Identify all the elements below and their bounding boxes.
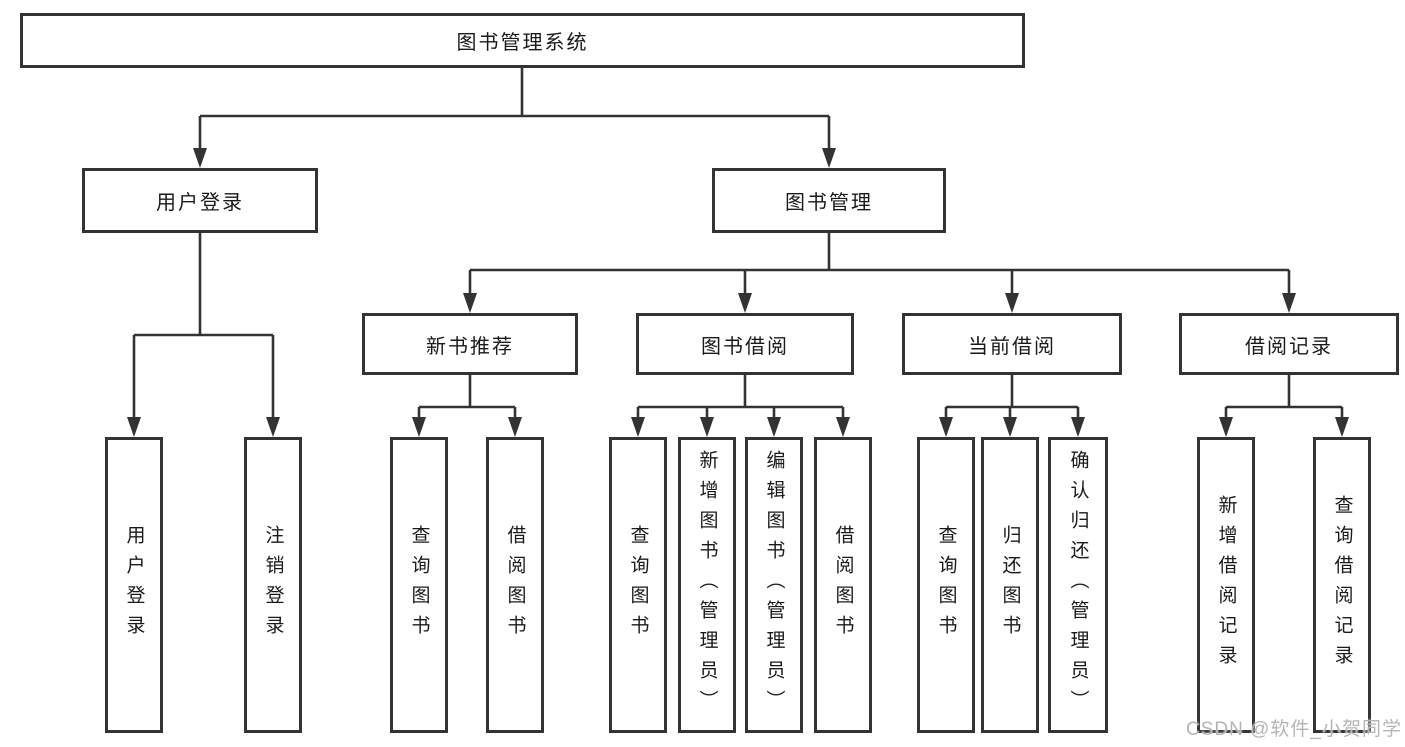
node-book-management: 图书管理 bbox=[712, 168, 946, 233]
connector-borrow-records-group bbox=[1219, 375, 1349, 437]
leaf-logout: 注销登录 bbox=[244, 437, 302, 733]
connector-book-borrow-group bbox=[631, 375, 850, 437]
connector-book-management-to-level2 bbox=[463, 233, 1296, 313]
connector-current-borrow-group bbox=[939, 375, 1085, 437]
leaf-query-books-current: 查询图书 bbox=[917, 437, 975, 733]
connector-root-to-level1 bbox=[193, 68, 836, 168]
node-library-system: 图书管理系统 bbox=[20, 13, 1025, 68]
leaf-confirm-return-admin: 确认归还（管理员） bbox=[1048, 437, 1108, 733]
leaf-query-books-recommend: 查询图书 bbox=[390, 437, 448, 733]
node-current-borrow: 当前借阅 bbox=[902, 313, 1122, 375]
node-book-borrow: 图书借阅 bbox=[636, 313, 854, 375]
leaf-add-book-admin: 新增图书（管理员） bbox=[678, 437, 736, 733]
leaf-return-books: 归还图书 bbox=[981, 437, 1039, 733]
node-new-book-recommend: 新书推荐 bbox=[362, 313, 578, 375]
connector-new-book-group bbox=[412, 375, 522, 437]
leaf-edit-book-admin: 编辑图书（管理员） bbox=[745, 437, 803, 733]
leaf-query-borrow-record: 查询借阅记录 bbox=[1313, 437, 1371, 733]
leaf-user-login: 用户登录 bbox=[105, 437, 163, 733]
leaf-query-books-borrow: 查询图书 bbox=[609, 437, 667, 733]
connector-user-login-group bbox=[127, 233, 280, 437]
leaf-borrow-books-borrow: 借阅图书 bbox=[814, 437, 872, 733]
node-borrow-records: 借阅记录 bbox=[1179, 313, 1399, 375]
node-user-login: 用户登录 bbox=[82, 168, 318, 233]
leaf-add-borrow-record: 新增借阅记录 bbox=[1197, 437, 1255, 733]
watermark-text: CSDN @软件_小贺同学 bbox=[1186, 719, 1402, 740]
leaf-borrow-books-recommend: 借阅图书 bbox=[486, 437, 544, 733]
